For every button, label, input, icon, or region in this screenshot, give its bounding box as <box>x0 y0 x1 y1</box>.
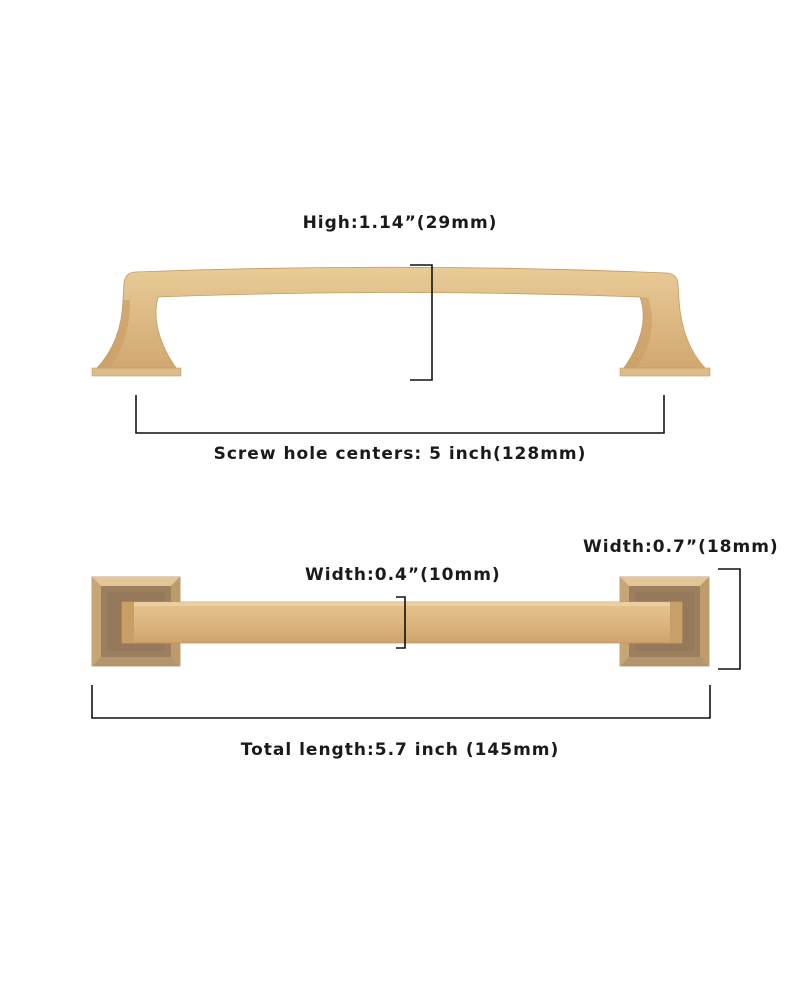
right-bar-end <box>670 602 682 643</box>
right-leg-shade <box>624 297 652 368</box>
screw-centers-dimension <box>135 395 665 434</box>
handle-bar-top <box>121 601 683 644</box>
left-foot-plate <box>91 367 182 377</box>
bar-width-dimension <box>396 596 406 649</box>
height-dimension <box>410 264 433 381</box>
base-width-dimension <box>718 568 741 670</box>
height-label: High:1.14”(29mm) <box>302 213 498 233</box>
base-width-label: Width:0.7”(18mm) <box>583 537 779 557</box>
right-foot-plate <box>619 367 711 377</box>
left-bar-end <box>122 602 134 643</box>
handle-top-view <box>91 576 710 667</box>
total-length-label: Total length:5.7 inch (145mm) <box>240 740 560 760</box>
handle-side-body <box>96 266 706 369</box>
total-length-dimension <box>91 685 711 719</box>
screw-centers-label: Screw hole centers: 5 inch(128mm) <box>213 444 587 464</box>
left-leg-shade <box>97 300 130 368</box>
handle-side-view <box>91 266 711 377</box>
bar-width-label: Width:0.4”(10mm) <box>305 565 501 585</box>
